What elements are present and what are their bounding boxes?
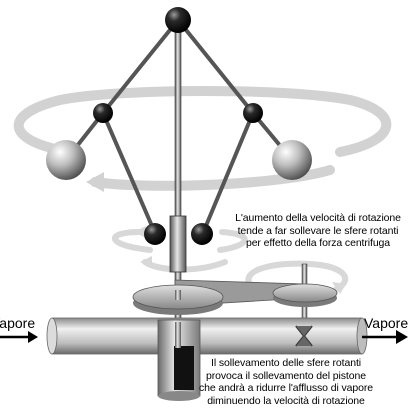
rotation-arrow-spindle	[245, 260, 349, 294]
steam-inlet-label: Vapore	[0, 315, 36, 331]
annotation-line: diminuendo la velocità di rotazione	[207, 394, 365, 407]
annotation-line: L'aumento della velocità di rotazione	[235, 212, 401, 224]
right-pulley-disc	[272, 283, 338, 307]
left-flyball	[46, 140, 86, 180]
right-joint-ball	[243, 103, 263, 123]
annotation-line: per effetto della forza centrifuga	[245, 237, 391, 249]
throttle-valve	[295, 325, 313, 347]
annotation-centrifugal-force: L'aumento della velocità di rotazione te…	[228, 212, 408, 250]
annotation-line: tende a far sollevare le sfere rotanti	[237, 224, 399, 237]
steam-inlet-arrow	[0, 331, 38, 343]
right-lower-ball	[191, 223, 213, 245]
steam-outlet-label: Vapore	[364, 315, 408, 331]
sleeve-collar	[169, 215, 187, 273]
annotation-line: provoca il sollevamento del pistone	[206, 369, 366, 382]
annotation-line: che andrà a ridurre l'afflusso di vapore	[198, 382, 374, 394]
central-spindle	[174, 21, 182, 323]
annotation-line: Il sollevamento delle sfere rotanti	[211, 357, 361, 369]
top-pivot-ball	[165, 7, 191, 33]
main-pulley-disc	[132, 284, 224, 315]
steam-outlet-arrow	[362, 330, 408, 344]
piston-cylinder	[157, 319, 201, 401]
left-joint-ball	[93, 103, 113, 123]
left-lower-ball	[144, 223, 166, 245]
right-flyball	[272, 140, 312, 180]
piston	[174, 346, 194, 390]
steam-pipe	[46, 317, 368, 355]
annotation-piston-lift: Il sollevamento delle sfere rotanti prov…	[198, 357, 374, 407]
